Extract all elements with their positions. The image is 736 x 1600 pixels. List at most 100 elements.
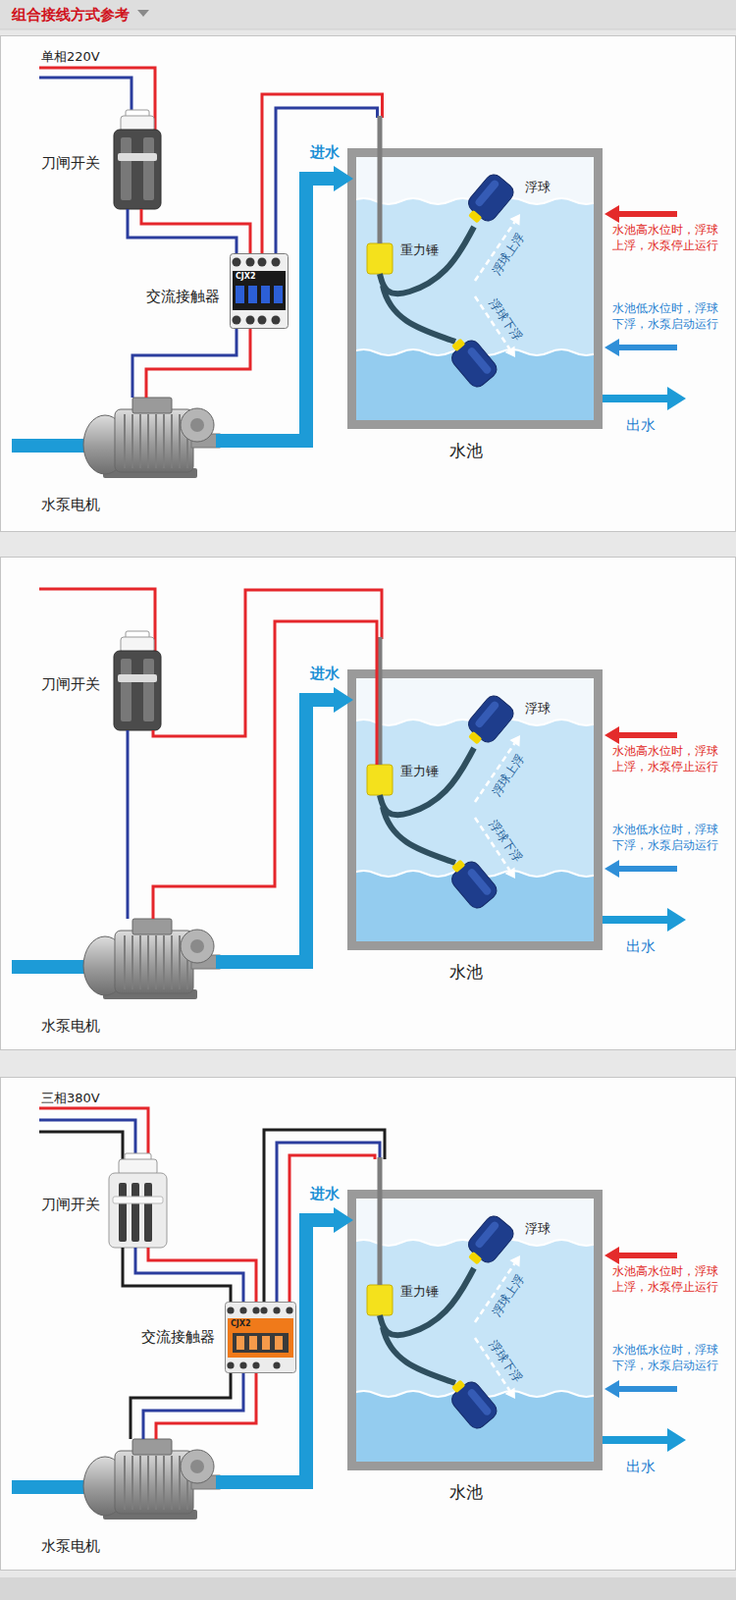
node-label: 水池 [449,1481,483,1502]
panel-frame [0,36,736,532]
node-label: 水泵电机 [41,1016,101,1035]
node-label: 刀闸开关 [41,675,101,693]
panel-three-art [11,1107,686,1520]
low-level-note: 水池低水位时，浮球下浮，水泵启动运行 [612,821,724,853]
wire-connector [127,209,251,254]
wire-connector [127,730,129,919]
node-label: 浮球 [525,1220,551,1237]
inlet-label: 进水 [310,664,340,683]
water-tank: 水池重力锤浮球 [347,1189,603,1471]
knife-switch: 刀闸开关 [111,109,163,210]
supply-wire [39,77,132,134]
node-label: 水泵电机 [41,495,101,514]
float-cable-connector [379,1267,474,1335]
knife-switch-picture [108,1153,167,1248]
pump-motor: 水泵电机 [81,397,220,480]
knife-switch-picture [113,109,161,210]
outlet-label: 出水 [626,416,656,434]
ac-contactor: 交流接触器CJX2 [224,1301,297,1373]
node-label: 重力锤 [400,242,439,259]
float-fall-label: 浮球下浮 [486,817,526,865]
float-cable-connector [379,747,474,815]
wire [126,730,130,919]
water-pipe-connector [215,686,354,962]
float-ball: 浮球 [468,171,512,227]
water-pipe-connector [215,165,354,441]
inlet-label: 进水 [310,143,340,161]
page-title: 组合接线方式参考 [11,5,130,24]
wire-connector [153,589,382,765]
water-pipe [215,1219,334,1482]
contactor-picture [225,1302,297,1373]
node-label: 重力锤 [400,1283,439,1300]
float-rise-label: 浮球上浮 [489,230,528,278]
wire-connector [153,621,377,919]
water-pipe [215,699,334,962]
node-label: 水池 [449,961,483,982]
model-number: CJX2 [230,1319,252,1329]
ac-contactor: 交流接触器CJX2 [229,253,289,329]
float-fall-label: 浮球下浮 [486,296,526,344]
panel-illustration [11,152,686,478]
panel-frame [0,557,736,1051]
knife-switch: 刀闸开关 [106,1153,169,1248]
outlet-label: 出水 [626,1457,656,1475]
arrow-head [333,165,354,192]
node-label: 交流接触器 [141,1327,215,1346]
wire [143,1372,244,1439]
float-switch-cable [377,1156,383,1285]
header-band [0,0,736,30]
float-cable [379,747,474,815]
voltage-label: 三相380V [41,1090,101,1106]
wire [127,209,237,254]
node-label: 刀闸开关 [41,154,101,172]
panel-illustration [11,673,686,999]
model-number: CJX2 [235,272,257,282]
water-tank: 水池重力锤浮球 [347,148,603,429]
panel-one-art [11,67,686,478]
wire [156,1372,257,1439]
water-tank: 水池重力锤浮球 [347,669,603,950]
wire [153,621,377,919]
knife-switch: 刀闸开关 [111,630,163,731]
node-label: 刀闸开关 [41,1195,101,1213]
node-label: 交流接触器 [146,287,220,306]
node-label: 重力锤 [400,763,439,780]
node-label: 浮球 [525,700,551,717]
float-cable-connector [379,226,474,294]
gravity-weight: 重力锤 [367,1284,393,1315]
panel-two-art [11,588,686,999]
float-ball: 浮球 [468,692,512,748]
low-level-note: 水池低水位时，浮球下浮，水泵启动运行 [612,1341,724,1373]
arrow-head [333,686,354,713]
wire [130,1372,231,1439]
single-phase-contactor-panel: 刀闸开关交流接触器CJX2水泵电机水池重力锤浮球单相220V浮球上浮浮球下浮水池… [0,35,736,531]
float-rise-label: 浮球上浮 [489,751,528,799]
node-label: 水泵电机 [41,1536,101,1555]
footer-band [0,1577,736,1600]
high-level-note: 水池高水位时，浮球上浮，水泵停止运行 [612,742,724,775]
float-ball: 浮球 [468,1212,512,1268]
wire-connector [122,1247,257,1302]
pump-motor: 水泵电机 [81,1438,220,1522]
wire-connector [132,328,251,398]
wire-connector [130,1372,257,1439]
water-pipe [215,178,334,441]
wire [153,589,382,736]
panel-frame [0,1077,736,1571]
float-fall-label: 浮球下浮 [486,1337,526,1385]
pump-motor: 水泵电机 [81,918,220,1001]
gravity-weight: 重力锤 [367,764,393,795]
arrow-head [333,1207,354,1233]
wire [132,328,237,398]
contactor-picture [230,254,289,329]
supply-wire [39,1131,123,1175]
node-label: 浮球 [525,179,551,196]
inlet-label: 进水 [310,1184,340,1203]
voltage-label: 单相220V [41,49,101,65]
outlet-label: 出水 [626,937,656,955]
wire [146,328,251,398]
float-rise-label: 浮球上浮 [489,1271,528,1319]
